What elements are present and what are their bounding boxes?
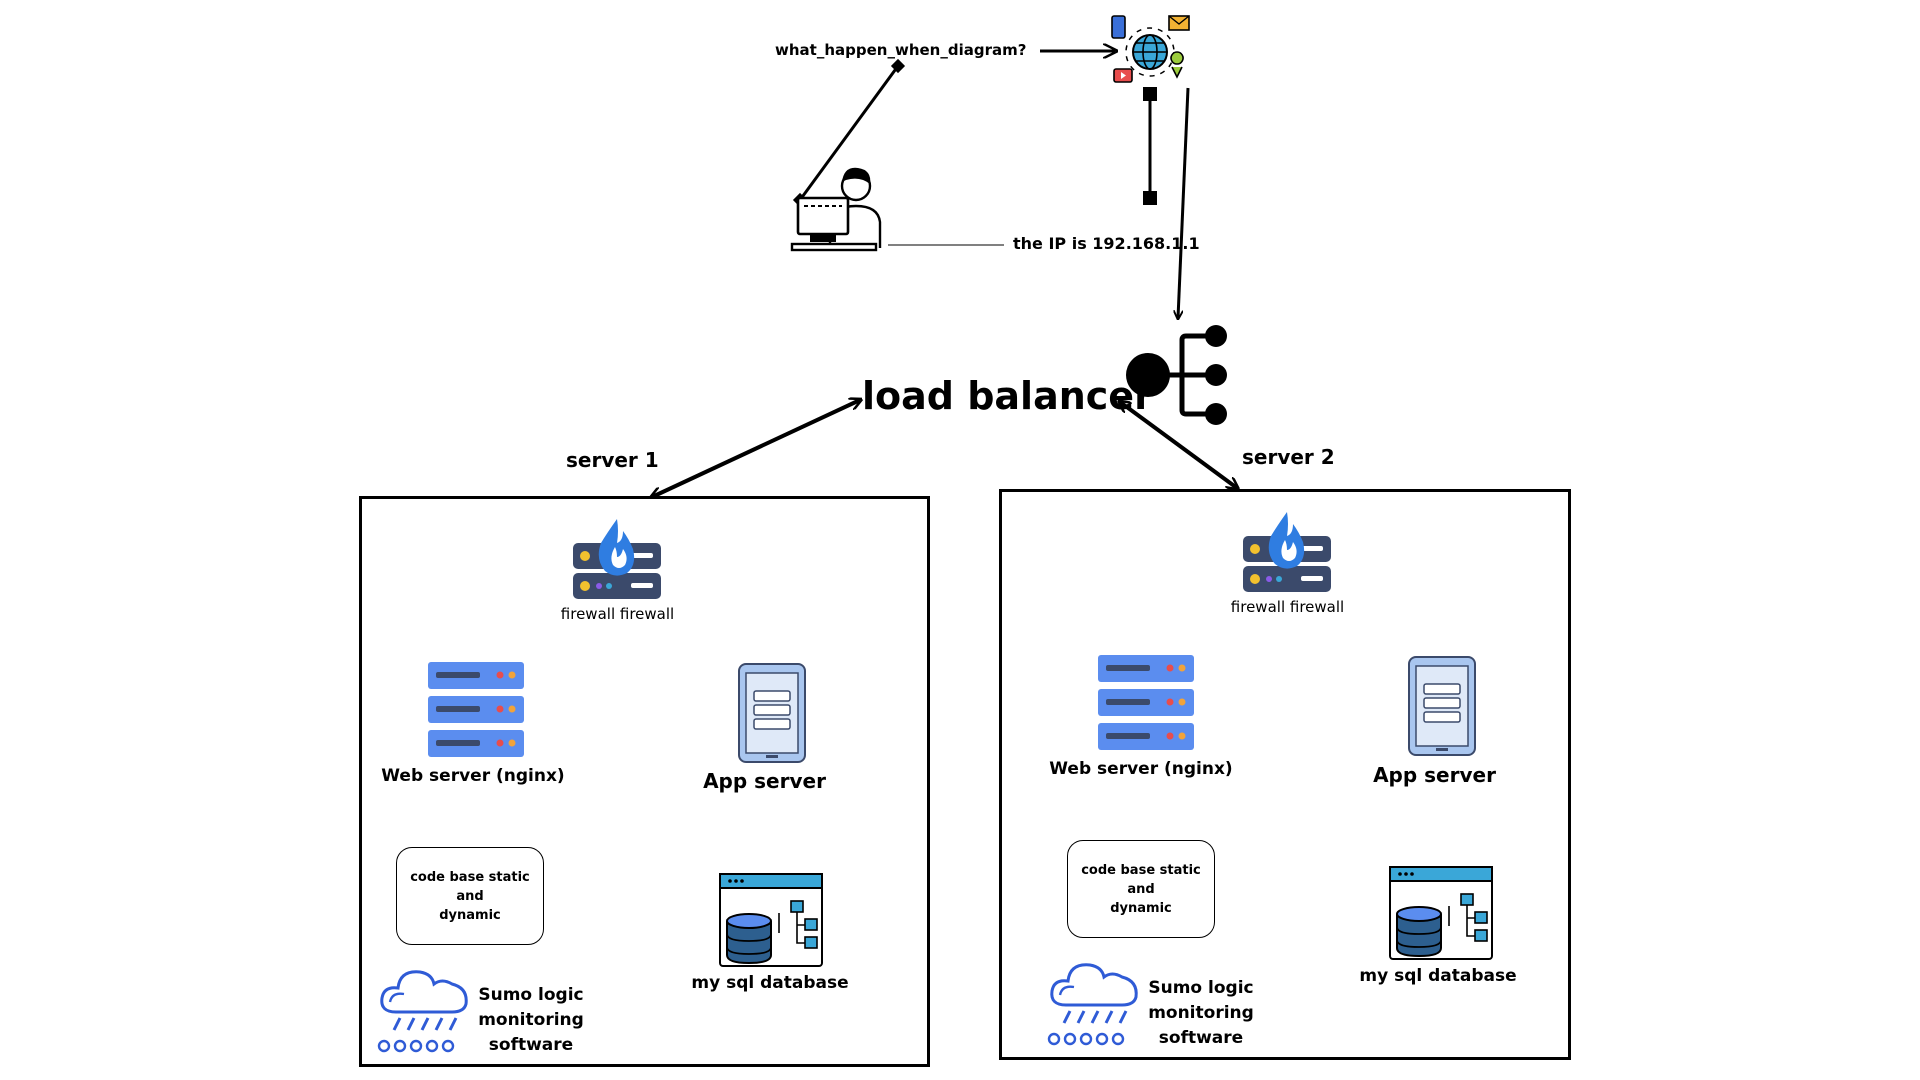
server1-monitoring-label: Sumo logic monitoring software xyxy=(478,985,584,1055)
cloud-rain-icon xyxy=(1047,963,1138,1046)
server1-web-server-label: Web server (nginx) xyxy=(381,766,565,786)
load-balancer-icon xyxy=(1126,325,1227,425)
load-balancer-label: load balancer xyxy=(862,374,1153,418)
user-question-connector xyxy=(798,65,900,201)
server2-web-server-label: Web server (nginx) xyxy=(1049,759,1233,779)
server1-app-server-label: App server xyxy=(703,769,826,793)
server-rack-icon xyxy=(1098,655,1194,750)
connector-handle xyxy=(1143,191,1157,205)
connector-handle xyxy=(890,58,906,74)
server1-title: server 1 xyxy=(566,448,659,472)
connector-handle xyxy=(1143,87,1157,101)
server1-code-base-label: code base static and dynamic xyxy=(410,869,530,923)
database-icon xyxy=(1389,866,1493,960)
app-server-icon xyxy=(1408,656,1476,756)
app-server-icon xyxy=(738,663,806,763)
internet-to-loadbalancer-arrow xyxy=(1178,87,1190,318)
server2-database-label: my sql database xyxy=(1359,966,1517,986)
server2-title: server 2 xyxy=(1242,445,1335,469)
user-at-computer-icon xyxy=(790,167,882,252)
firewall-icon xyxy=(1243,512,1331,592)
firewall-icon xyxy=(573,519,661,599)
ip-label: the IP is 192.168.1.1 xyxy=(1013,234,1200,253)
lb-server2-arrow xyxy=(1120,402,1237,488)
server2-app-server-label: App server xyxy=(1373,763,1496,787)
server2-firewall-label: firewall firewall xyxy=(1230,598,1345,616)
lb-server1-arrow xyxy=(652,400,860,497)
server1-firewall-label: firewall firewall xyxy=(560,605,675,623)
server-rack-icon xyxy=(428,662,524,757)
server2-code-base-box: code base static and dynamic xyxy=(1067,840,1215,938)
server1-database-label: my sql database xyxy=(691,973,849,993)
server1-code-base-box: code base static and dynamic xyxy=(396,847,544,945)
server2-code-base-label: code base static and dynamic xyxy=(1081,862,1201,916)
question-label: what_happen_when_diagram? xyxy=(775,41,1027,59)
cloud-rain-icon xyxy=(377,970,468,1053)
server2-monitoring-label: Sumo logic monitoring software xyxy=(1148,978,1254,1048)
internet-globe-icon xyxy=(1111,15,1190,83)
database-icon xyxy=(719,873,823,967)
